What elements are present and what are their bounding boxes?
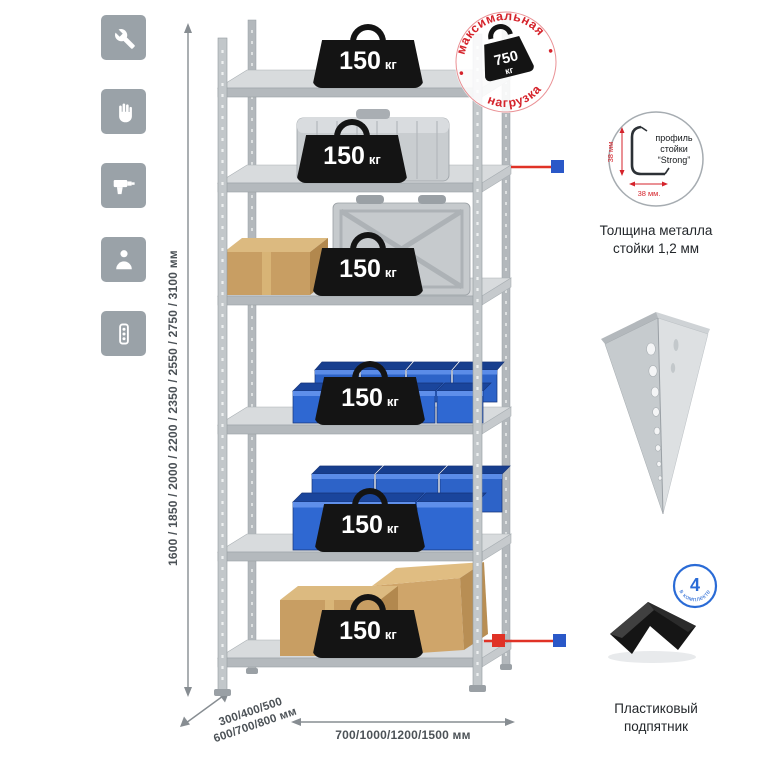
profile-dim-horizontal: 38 мм.: [638, 189, 661, 198]
shelving-front-posts: [214, 33, 486, 696]
max-load-stamp: максимальная нагрузка 750 кг: [446, 0, 557, 116]
load-unit: кг: [368, 152, 381, 167]
weight-handle-icon: [334, 119, 370, 137]
stamp-value: 750: [493, 48, 520, 69]
person-icon: [101, 237, 146, 282]
weight-handle-icon: [350, 594, 386, 612]
load-unit: кг: [384, 265, 397, 280]
stamp-unit: кг: [504, 65, 515, 77]
load-value: 150: [323, 142, 365, 170]
wrench-icon: [101, 15, 146, 60]
foot-count-badge: 4 в комплекте: [672, 563, 718, 609]
drill-icon: [101, 163, 146, 208]
stamp-weight-icon: [488, 24, 513, 40]
load-value: 150: [341, 511, 383, 539]
load-value: 150: [339, 47, 381, 75]
profile-caption-line-1: Толщина металла: [599, 223, 713, 238]
profile-dim-vertical: 38 мм: [606, 142, 615, 163]
gloves-icon: [101, 89, 146, 134]
weight-handle-icon: [350, 232, 386, 250]
foot-caption: Пластиковый подпятник: [578, 700, 734, 735]
profile-label-2: стойки: [660, 144, 688, 154]
fastener-strip-icon: [101, 311, 146, 356]
load-value: 150: [339, 617, 381, 645]
weight-handle-icon: [352, 488, 388, 506]
height-dimension-label: 1600 / 1850 / 2000 / 2200 / 2350 / 2550 …: [166, 250, 180, 566]
post-profile-detail: 38 мм 38 мм. профиль стойки “Strong”: [606, 111, 704, 207]
foot-badge-value: 4: [690, 575, 700, 595]
profile-caption-line-2: стойки 1,2 мм: [612, 240, 700, 256]
width-dimension-label: 700/1000/1200/1500 мм: [335, 728, 471, 742]
foot-caption-line-2: подпятник: [623, 718, 689, 734]
plastic-foot-figure: [608, 602, 696, 663]
weight-handle-icon: [350, 24, 386, 42]
load-unit: кг: [384, 627, 397, 642]
load-value: 150: [339, 255, 381, 283]
dimension-lines: [180, 23, 515, 727]
weight-handle-icon: [352, 361, 388, 379]
profile-caption: Толщина металла стойки 1,2 мм: [578, 222, 734, 257]
load-unit: кг: [386, 394, 399, 409]
load-value: 150: [341, 384, 383, 412]
profile-label-1: профиль: [655, 133, 693, 143]
detail-connectors: [484, 160, 566, 647]
angle-post-figure: [601, 312, 710, 515]
load-unit: кг: [386, 521, 399, 536]
load-unit: кг: [384, 57, 397, 72]
profile-label-3: “Strong”: [658, 155, 691, 165]
foot-caption-line-1: Пластиковый: [614, 701, 698, 716]
